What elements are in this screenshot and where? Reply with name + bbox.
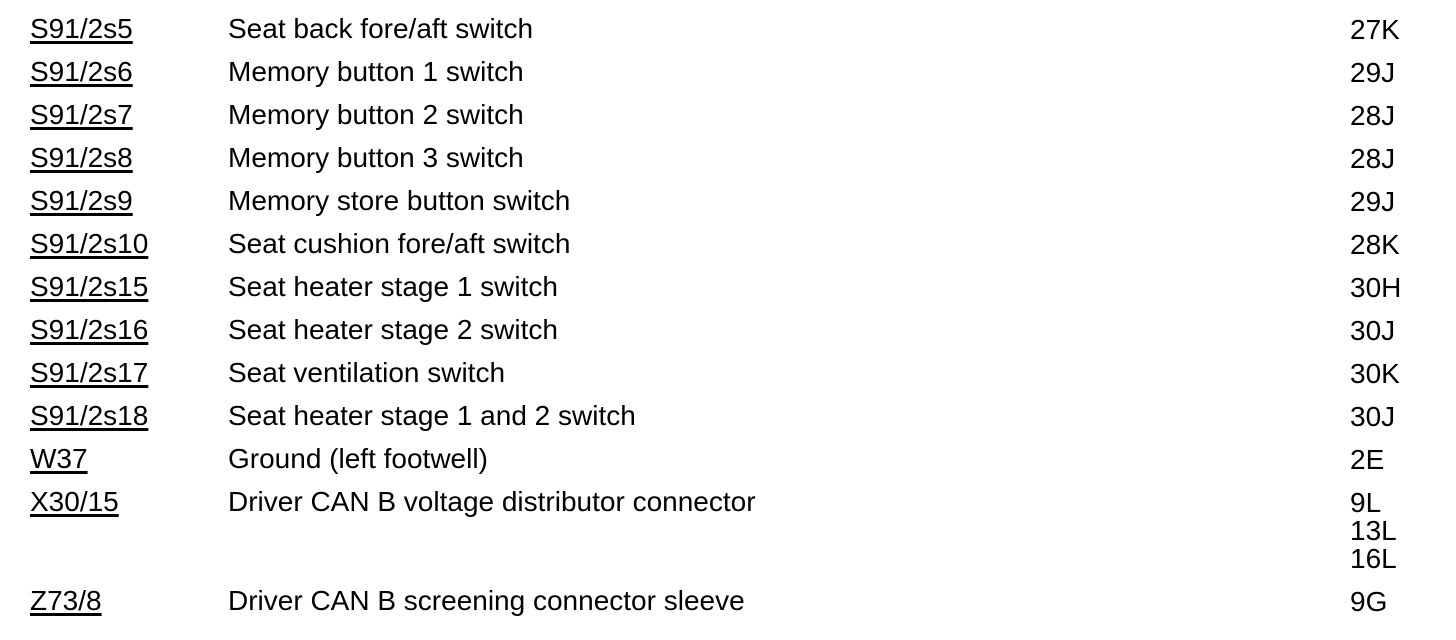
component-code-cell: Z73/8 xyxy=(30,579,228,622)
component-code-cell: S91/2s5 xyxy=(30,7,228,50)
component-code-link[interactable]: X30/15 xyxy=(30,486,119,517)
component-code-link[interactable]: S91/2s6 xyxy=(30,56,133,87)
grid-location: 2E xyxy=(1350,437,1384,474)
component-description: Memory button 2 switch xyxy=(228,99,524,130)
component-code-link[interactable]: S91/2s8 xyxy=(30,142,133,173)
grid-location-line: 29J xyxy=(1350,57,1396,88)
grid-location-line: 28J xyxy=(1350,143,1396,174)
component-code-link[interactable]: Z73/8 xyxy=(30,585,102,616)
grid-location-line: 30K xyxy=(1350,358,1400,389)
grid-location-line: 16L xyxy=(1350,543,1397,574)
component-description: Memory button 1 switch xyxy=(228,56,524,87)
grid-location: 28K xyxy=(1350,222,1400,259)
table-row: S91/2s7 Memory button 2 switch 28J xyxy=(30,93,1456,136)
grid-location-line: 13L xyxy=(1350,515,1397,546)
component-code-cell: X30/15 xyxy=(30,480,228,523)
component-description: Seat heater stage 1 and 2 switch xyxy=(228,400,636,431)
grid-location: 30K xyxy=(1350,351,1400,388)
table-row: S91/2s18 Seat heater stage 1 and 2 switc… xyxy=(30,394,1456,437)
component-description: Memory button 3 switch xyxy=(228,142,524,173)
component-code-link[interactable]: S91/2s9 xyxy=(30,185,133,216)
component-code-link[interactable]: S91/2s15 xyxy=(30,271,149,302)
component-code-cell: S91/2s15 xyxy=(30,265,228,308)
component-legend: S91/2s5 Seat back fore/aft switch 27K S9… xyxy=(30,7,1456,622)
grid-location-line: 30J xyxy=(1350,315,1396,346)
component-code-link[interactable]: S91/2s16 xyxy=(30,314,149,345)
component-description: Seat cushion fore/aft switch xyxy=(228,228,571,259)
component-code-cell: W37 xyxy=(30,437,228,480)
grid-location-line: 29J xyxy=(1350,186,1396,217)
table-row: S91/2s17 Seat ventilation switch 30K xyxy=(30,351,1456,394)
component-code-link[interactable]: S91/2s5 xyxy=(30,13,133,44)
component-code-link[interactable]: W37 xyxy=(30,443,88,474)
table-row: X30/15 Driver CAN B voltage distributor … xyxy=(30,480,1456,579)
component-code-link[interactable]: S91/2s7 xyxy=(30,99,133,130)
table-row: Z73/8 Driver CAN B screening connector s… xyxy=(30,579,1456,622)
grid-location: 9G xyxy=(1350,579,1387,616)
grid-location: 27K xyxy=(1350,7,1400,44)
table-row: S91/2s9 Memory store button switch 29J xyxy=(30,179,1456,222)
component-description: Seat heater stage 2 switch xyxy=(228,314,558,345)
component-description: Driver CAN B voltage distributor connect… xyxy=(228,486,756,517)
component-code-cell: S91/2s9 xyxy=(30,179,228,222)
component-description: Seat back fore/aft switch xyxy=(228,13,534,44)
table-row: S91/2s5 Seat back fore/aft switch 27K xyxy=(30,7,1456,50)
component-description: Memory store button switch xyxy=(228,185,571,216)
grid-location-line: 30J xyxy=(1350,401,1396,432)
grid-location: 30H xyxy=(1350,265,1401,302)
component-code-cell: S91/2s8 xyxy=(30,136,228,179)
table-row: S91/2s15 Seat heater stage 1 switch 30H xyxy=(30,265,1456,308)
table-row: S91/2s10 Seat cushion fore/aft switch 28… xyxy=(30,222,1456,265)
component-description: Seat ventilation switch xyxy=(228,357,506,388)
grid-location: 28J xyxy=(1350,93,1395,130)
table-row: S91/2s8 Memory button 3 switch 28J xyxy=(30,136,1456,179)
grid-location: 29J xyxy=(1350,50,1395,87)
grid-location: 30J xyxy=(1350,394,1395,431)
component-description: Seat heater stage 1 switch xyxy=(228,271,558,302)
table-row: S91/2s16 Seat heater stage 2 switch 30J xyxy=(30,308,1456,351)
component-code-cell: S91/2s17 xyxy=(30,351,228,394)
component-description: Driver CAN B screening connector sleeve xyxy=(228,585,745,616)
component-code-cell: S91/2s18 xyxy=(30,394,228,437)
component-code-link[interactable]: S91/2s10 xyxy=(30,228,149,259)
component-code-cell: S91/2s16 xyxy=(30,308,228,351)
grid-location: 29J xyxy=(1350,179,1395,216)
table-row: W37 Ground (left footwell) 2E xyxy=(30,437,1456,480)
component-code-cell: S91/2s7 xyxy=(30,93,228,136)
grid-location-line: 27K xyxy=(1350,14,1400,45)
grid-location-line: 30H xyxy=(1350,272,1402,303)
grid-location: 28J xyxy=(1350,136,1395,173)
component-code-cell: S91/2s6 xyxy=(30,50,228,93)
grid-location-line: 2E xyxy=(1350,444,1385,475)
component-description: Ground (left footwell) xyxy=(228,443,488,474)
component-code-cell: S91/2s10 xyxy=(30,222,228,265)
grid-location-line: 9G xyxy=(1350,586,1388,617)
component-code-link[interactable]: S91/2s17 xyxy=(30,357,149,388)
grid-location: 30J xyxy=(1350,308,1395,345)
grid-location-line: 28J xyxy=(1350,100,1396,131)
component-code-link[interactable]: S91/2s18 xyxy=(30,400,149,431)
grid-location-line: 28K xyxy=(1350,229,1400,260)
grid-location-line: 9L xyxy=(1350,487,1382,518)
table-row: S91/2s6 Memory button 1 switch 29J xyxy=(30,50,1456,93)
